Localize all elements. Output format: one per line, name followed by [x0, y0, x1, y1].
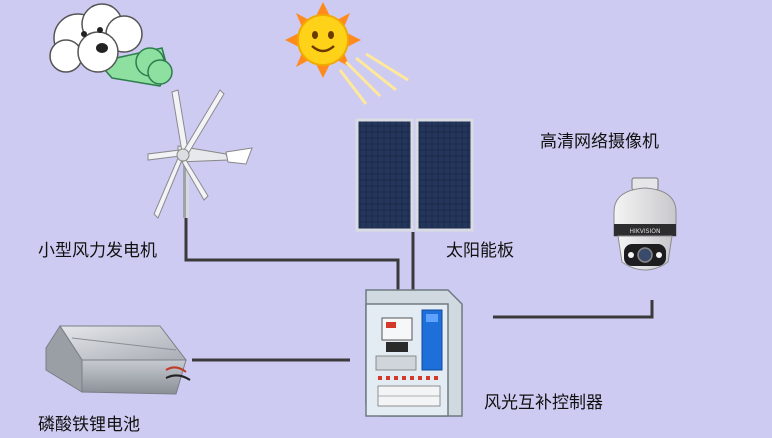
- controller-label: 风光互补控制器: [484, 393, 603, 413]
- wind-turbine-icon: [147, 89, 253, 219]
- controller-icon: [365, 289, 463, 417]
- camera-icon: HIKVISION: [613, 177, 677, 271]
- wire-turbine-controller: [184, 215, 400, 290]
- solar-panel-icon: [355, 118, 474, 232]
- battery-label: 磷酸铁锂电池: [38, 415, 140, 435]
- sun-icon: [285, 2, 409, 105]
- camera-label: 高清网络摄像机: [540, 132, 659, 152]
- battery-icon: [45, 325, 191, 395]
- wire-camera-controller: [493, 300, 654, 319]
- wires: [184, 215, 654, 362]
- wind-turbine-label: 小型风力发电机: [38, 241, 157, 261]
- svg-text:HIKVISION: HIKVISION: [630, 228, 661, 235]
- cloud-icon: [49, 3, 173, 87]
- solar-panel-label: 太阳能板: [446, 241, 514, 261]
